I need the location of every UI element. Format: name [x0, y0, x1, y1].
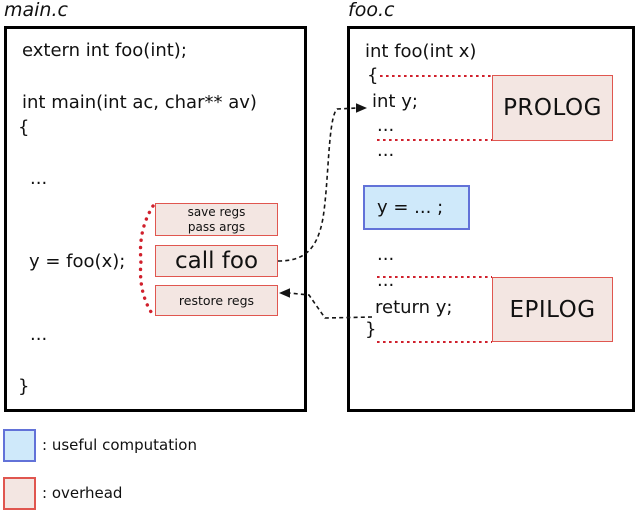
save-regs-pass-args-box: save regs pass args	[155, 203, 278, 236]
code-main-ellipsis-1: ...	[30, 168, 48, 189]
code-main-close-brace: }	[18, 376, 30, 397]
code-main-signature: int main(int ac, char** av)	[22, 92, 257, 113]
save-regs-label: save regs	[187, 204, 246, 219]
useful-computation-box: y = ... ;	[363, 185, 470, 230]
code-foo-ellipsis-1: ...	[377, 115, 395, 136]
epilog-box: EPILOG	[492, 277, 613, 342]
foo-c-title: foo.c	[348, 0, 395, 21]
useful-computation-legend-label: : useful computation	[42, 436, 197, 454]
code-declare-y: int y;	[372, 91, 418, 112]
useful-computation-swatch	[3, 429, 36, 462]
code-main-open-brace: {	[18, 117, 30, 138]
code-foo-open-brace: {	[367, 65, 379, 86]
code-foo-ellipsis-4: ...	[377, 270, 395, 291]
main-c-title: main.c	[4, 0, 68, 21]
code-foo-signature: int foo(int x)	[365, 41, 477, 62]
overhead-swatch	[3, 477, 36, 510]
restore-regs-box: restore regs	[155, 285, 278, 316]
code-return-y: return y;	[375, 297, 453, 318]
code-call-statement: y = foo(x);	[29, 251, 126, 272]
code-main-ellipsis-2: ...	[30, 324, 48, 345]
prolog-box: PROLOG	[492, 75, 613, 141]
code-foo-close-brace: }	[365, 319, 377, 340]
overhead-legend-label: : overhead	[42, 484, 123, 502]
code-extern-decl: extern int foo(int);	[22, 40, 187, 61]
call-foo-box: call foo	[155, 245, 278, 277]
code-foo-ellipsis-3: ...	[377, 244, 395, 265]
code-foo-ellipsis-2: ...	[377, 140, 395, 161]
pass-args-label: pass args	[187, 219, 246, 234]
